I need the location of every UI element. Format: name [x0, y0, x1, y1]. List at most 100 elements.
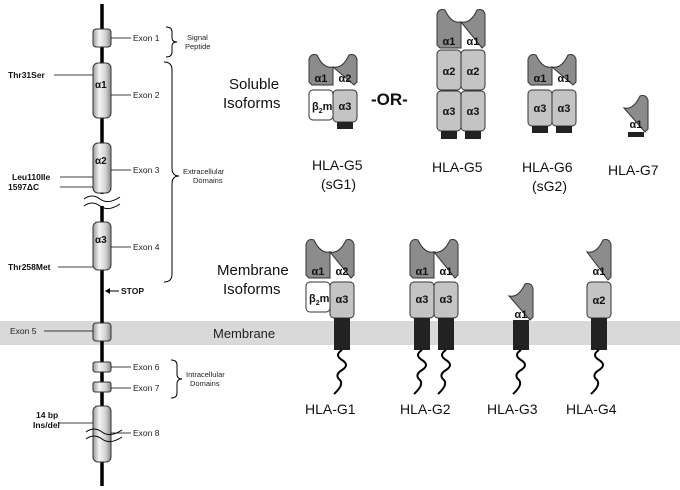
signal-peptide-brace	[165, 26, 178, 58]
exon-1-block	[92, 28, 112, 48]
or-separator: -OR-	[371, 90, 408, 109]
g6-right-tail	[556, 126, 572, 133]
g5d-right-alpha2-label: α2	[467, 66, 480, 78]
gene-structure: α1 α2 α3 STOP Exon 1 Exon 2 Exon 3 Exon …	[8, 4, 225, 486]
isoform-name-g3: HLA-G3	[487, 401, 538, 417]
intracellular-label-2: Domains	[190, 379, 220, 388]
g5d-left-tail	[441, 131, 457, 139]
exon-7-block	[92, 381, 112, 393]
g4-cytoplasmic-tail	[590, 349, 604, 395]
g1-b2m-label: β2m	[309, 293, 330, 307]
sg1-alpha2-label: α2	[339, 73, 352, 85]
exon-5-block	[92, 322, 112, 342]
g4-tm	[591, 318, 607, 350]
g6-right-alpha1	[551, 54, 577, 86]
exon-2-domain: α1	[95, 80, 107, 91]
indel-line-1: 14 bp	[36, 410, 58, 420]
isoform-name-g6: HLA-G6	[522, 159, 573, 175]
g6-left-alpha1	[527, 54, 553, 86]
g1-alpha1-label: α1	[312, 266, 325, 278]
sg1-alpha3-label: α3	[339, 101, 352, 113]
g3-alpha1-label: α1	[515, 309, 528, 321]
isoform-name-g1: HLA-G1	[305, 401, 356, 417]
sg1-alpha2-cap	[332, 54, 358, 86]
g1-alpha2-label: α2	[336, 266, 349, 278]
g1-tm	[334, 318, 350, 350]
g6-right-alpha1-label: α1	[558, 73, 571, 85]
exon-2-label: Exon 2	[133, 90, 160, 100]
g3-tm	[513, 320, 529, 350]
mutation-thr258met: Thr258Met	[8, 262, 51, 272]
membrane-heading-2: Isoforms	[223, 281, 281, 298]
membrane-label: Membrane	[213, 326, 275, 341]
isoform-name-g2: HLA-G2	[400, 401, 451, 417]
g7-alpha1	[622, 95, 649, 133]
g7-tail	[628, 132, 644, 137]
mutation-leu110ile: Leu110Ile	[12, 172, 51, 182]
exon-2-block	[92, 62, 112, 119]
g5d-left-alpha2-label: α2	[443, 66, 456, 78]
exon-5-label: Exon 5	[10, 326, 37, 336]
g5d-left-alpha3-label: α3	[443, 106, 456, 118]
g5d-right-alpha1-label: α1	[467, 36, 480, 48]
exon-1-label: Exon 1	[133, 33, 160, 43]
isoform-molecules: α1 α2 β2m α3 α1 α1 α2 α2 α3 α3 α1 α1 α3 α3 α1 α1 α2 β2m α3…	[305, 9, 649, 395]
g5d-right-alpha2	[460, 49, 486, 91]
g2-right-tm	[438, 318, 454, 350]
exon-3-block	[92, 142, 112, 194]
g1-alpha2-cap	[328, 239, 355, 279]
g4-alpha2-label: α2	[593, 295, 606, 307]
signal-label-1: Signal	[187, 33, 208, 42]
g4-alpha1	[585, 239, 612, 281]
sg1-b2m-label: β2m	[312, 101, 333, 115]
g2-left-alpha1-label: α1	[416, 266, 429, 278]
membrane-heading-1: Membrane	[217, 262, 289, 279]
g5d-left-alpha1	[436, 9, 462, 49]
g1-alpha1-cap	[305, 239, 331, 279]
g2-left-alpha1	[409, 239, 435, 279]
signal-label-2: Peptide	[185, 42, 210, 51]
isoform-alias-g5-sg1: (sG1)	[321, 176, 356, 192]
g2-right-alpha1-label: α1	[440, 266, 453, 278]
g2-right-alpha3-label: α3	[440, 294, 453, 306]
isoform-name-g7: HLA-G7	[608, 162, 659, 178]
stop-codon-label: STOP	[121, 286, 144, 296]
g2-left-alpha3-label: α3	[416, 294, 429, 306]
g7-alpha1-label: α1	[630, 119, 643, 131]
g4-alpha1-label: α1	[593, 266, 606, 278]
mutation-thr31ser: Thr31Ser	[8, 70, 46, 80]
g6-left-tail	[532, 126, 548, 133]
g3-cytoplasmic-tail	[512, 349, 526, 395]
exon-3-domain: α2	[95, 156, 107, 167]
extracellular-label-2: Domains	[193, 176, 223, 185]
g5d-right-alpha1	[459, 9, 486, 49]
g5d-right-tail	[465, 131, 481, 139]
g6-left-alpha1-label: α1	[534, 73, 547, 85]
g3-alpha1	[507, 283, 534, 321]
indel-line-2: Ins/del	[33, 420, 60, 430]
exon-6-block	[92, 361, 112, 373]
exon-4-block	[92, 221, 112, 271]
exon-8-label: Exon 8	[133, 428, 160, 438]
mutation-1597dc: 1597ΔC	[8, 182, 39, 192]
g2-left-cytoplasmic-tail	[413, 349, 427, 395]
g1-cytoplasmic-tail	[333, 349, 347, 395]
isoform-alias-g6: (sG2)	[532, 178, 567, 194]
intracellular-label-1: Intracellular	[186, 370, 225, 379]
g5d-right-alpha3-label: α3	[467, 106, 480, 118]
isoform-name-g4: HLA-G4	[566, 401, 617, 417]
g6-left-alpha3-label: α3	[534, 103, 547, 115]
exon-7-label: Exon 7	[133, 383, 160, 393]
extracellular-brace	[163, 61, 180, 283]
g2-right-cytoplasmic-tail	[437, 349, 451, 395]
g5d-left-alpha1-label: α1	[443, 36, 456, 48]
g2-left-tm	[414, 318, 430, 350]
g1-alpha3-label: α3	[336, 294, 349, 306]
exon-3-label: Exon 3	[133, 165, 160, 175]
g2-right-alpha1	[432, 239, 459, 279]
sg1-tail	[337, 122, 353, 129]
exon-4-label: Exon 4	[133, 242, 160, 252]
exon-4-domain: α3	[95, 235, 107, 246]
